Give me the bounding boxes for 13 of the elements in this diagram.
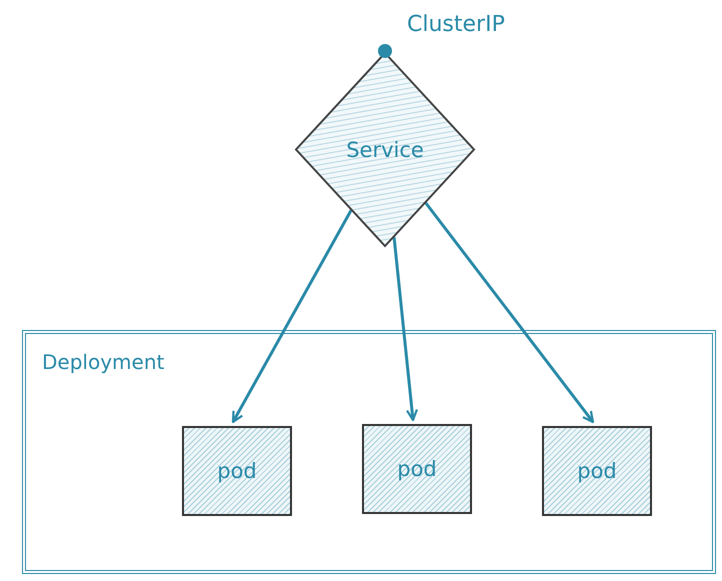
node-label: pod xyxy=(217,459,257,483)
pod-box xyxy=(542,426,652,516)
deployment-frame xyxy=(22,330,716,574)
node-label: pod xyxy=(577,459,617,483)
pod-box xyxy=(182,426,292,516)
pod-box xyxy=(362,424,472,514)
node-label: pod xyxy=(397,457,437,481)
node-label: Service xyxy=(346,138,424,162)
node-caption: ClusterIP xyxy=(407,12,505,37)
node-label: Deployment xyxy=(42,350,164,374)
arrow xyxy=(232,210,352,424)
arrow xyxy=(424,202,594,424)
arrow xyxy=(392,237,418,422)
